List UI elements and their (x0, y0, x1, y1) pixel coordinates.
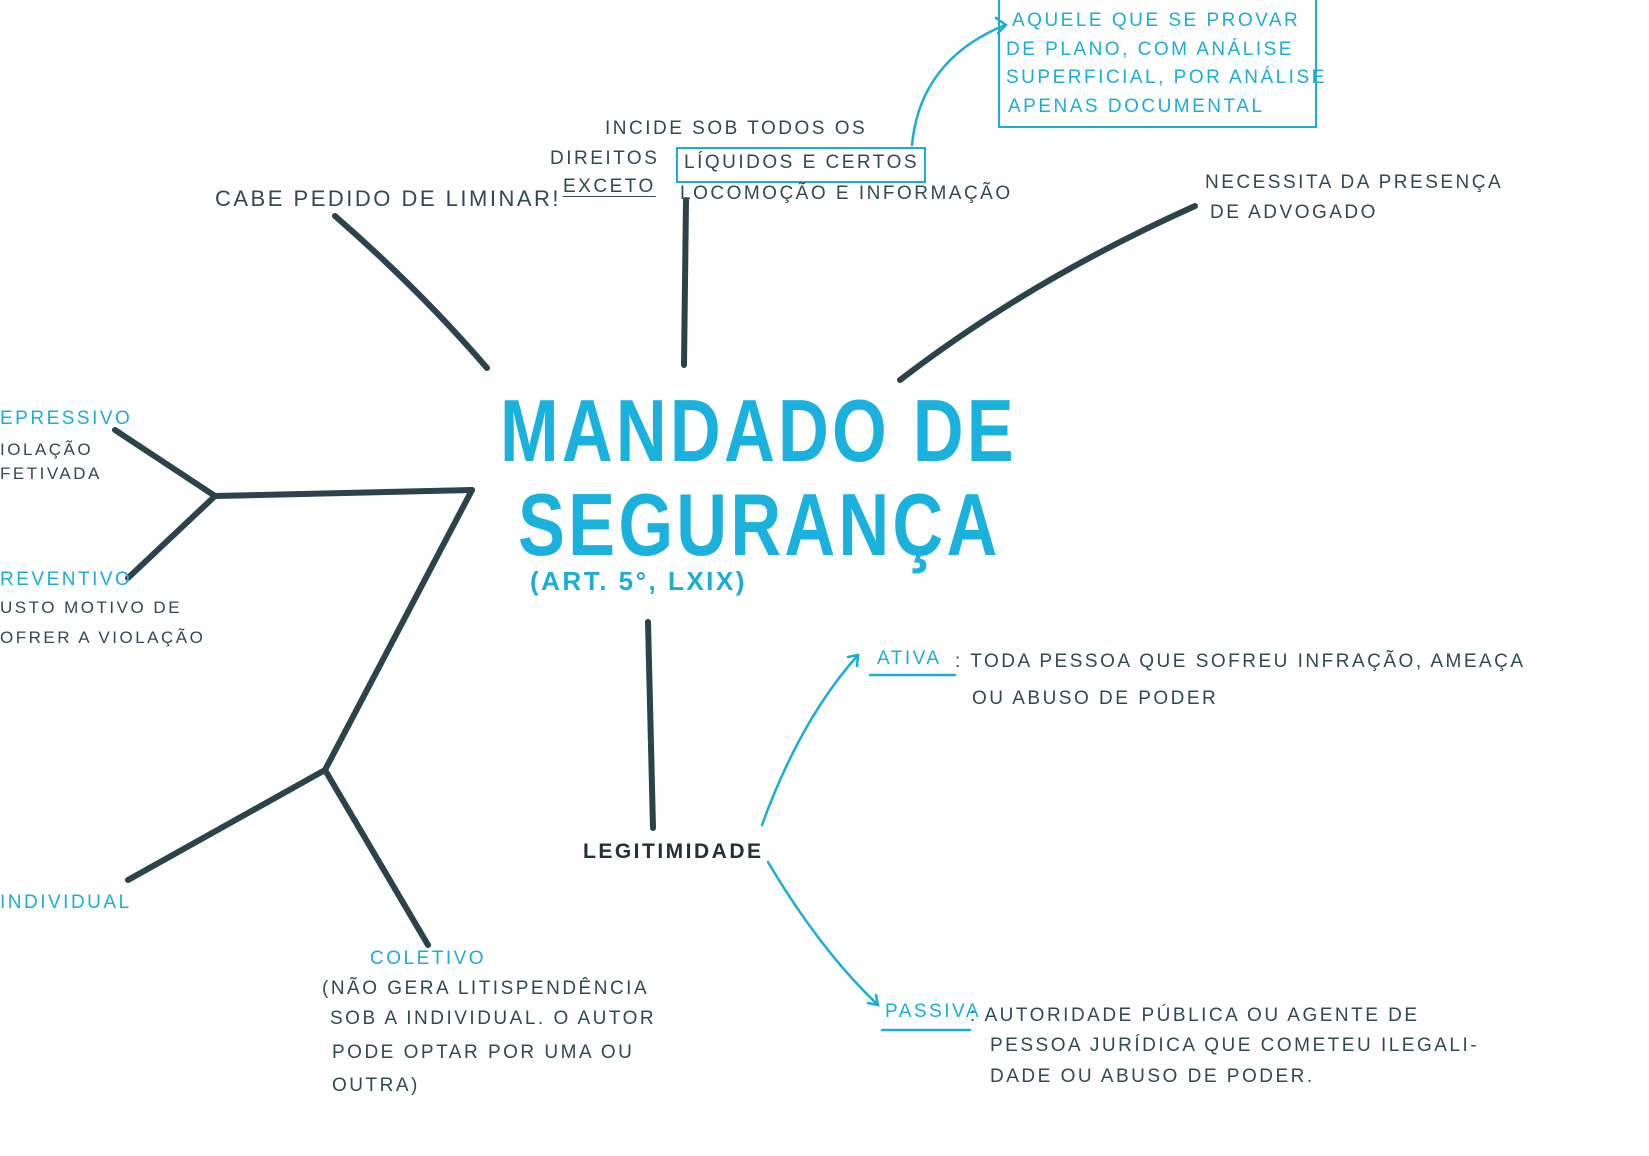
branch-individual (125, 767, 328, 883)
note-line3: SUPERFICIAL, POR ANÁLISE (1006, 67, 1327, 88)
branch-individual-coletivo (322, 487, 475, 773)
passiva-line3: DADE OU ABUSO DE PODER. (990, 1066, 1315, 1087)
branch-scope (681, 197, 689, 368)
title-line1: MANDADO DE (500, 381, 1017, 480)
coletivo-line3: PODE OPTAR POR UMA OU (332, 1042, 635, 1063)
article-reference: (ART. 5°, LXIX) (530, 566, 747, 596)
advogado-line1: NECESSITA DA PRESENÇA (1205, 172, 1504, 193)
ativa-line1: : TODA PESSOA QUE SOFREU INFRAÇÃO, AMEAÇ… (955, 651, 1526, 672)
individual-label: INDIVIDUAL (0, 892, 132, 913)
arrow-ativa (760, 653, 860, 827)
legitimidade-label: LEGITIMIDADE (583, 840, 764, 863)
repressivo-line1: IOLAÇÃO (0, 440, 94, 459)
ativa-line2: OU ABUSO DE PODER (972, 688, 1219, 709)
scope-exceptions: LOCOMOÇÃO E INFORMAÇÃO (680, 183, 1013, 204)
branch-advogado (897, 203, 1198, 383)
coletivo-line4: OUTRA) (332, 1075, 420, 1096)
arrow-passiva (766, 860, 880, 1007)
note-line1: AQUELE QUE SE PROVAR (1012, 10, 1301, 31)
coletivo-line2: SOB A INDIVIDUAL. O AUTOR (330, 1008, 657, 1029)
title-line2: SEGURANÇA (518, 475, 1001, 574)
preventivo-line1: USTO MOTIVO DE (0, 598, 183, 617)
scope-liquidos: LÍQUIDOS E CERTOS (684, 152, 920, 173)
branch-preventivo (125, 493, 218, 581)
arrow-liquidos-note (910, 16, 1008, 147)
liquidos-highlight-box (676, 147, 926, 183)
passiva-line1: : AUTORIDADE PÚBLICA OU AGENTE DE (970, 1005, 1420, 1026)
scope-direitos: DIREITOS (550, 148, 660, 169)
branch-liminar (332, 213, 490, 371)
branch-repressivo (112, 427, 218, 499)
note-line2: DE PLANO, COM ANÁLISE (1006, 39, 1294, 60)
branch-coletivo (322, 767, 431, 948)
scope-exceto: EXCETO (563, 176, 656, 197)
coletivo-label: COLETIVO (370, 948, 487, 969)
scope-line1: INCIDE SOB TODOS OS (605, 118, 868, 139)
branch-legitimidade (645, 619, 656, 831)
repressivo-line2: FETIVADA (0, 464, 102, 483)
coletivo-line1: (NÃO GERA LITISPENDÊNCIA (322, 978, 650, 999)
advogado-line2: DE ADVOGADO (1210, 202, 1378, 223)
liquidos-note-box (998, 0, 1317, 128)
ativa-label: ATIVA (877, 648, 942, 669)
repressivo-label: EPRESSIVO (0, 408, 133, 429)
branch-types (212, 487, 475, 499)
preventivo-label: REVENTIVO (0, 569, 133, 590)
passiva-label: PASSIVA (885, 1001, 981, 1022)
passiva-line2: PESSOA JURÍDICA QUE COMETEU ILEGALI- (990, 1035, 1480, 1056)
liminar-note: CABE PEDIDO DE LIMINAR! (215, 186, 562, 211)
preventivo-line2: OFRER A VIOLAÇÃO (0, 628, 206, 647)
note-line4: APENAS DOCUMENTAL (1008, 96, 1265, 117)
